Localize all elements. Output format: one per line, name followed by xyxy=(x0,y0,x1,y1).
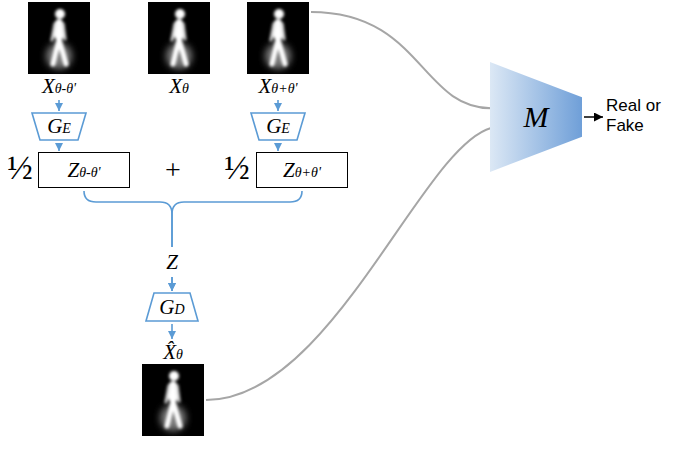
latent-box: Zθ+θ' xyxy=(256,152,348,188)
connector xyxy=(277,100,279,111)
connector xyxy=(58,100,60,111)
discriminator-block: M xyxy=(490,62,582,172)
output-label: Real or Fake xyxy=(606,96,674,136)
connector xyxy=(172,191,302,291)
encoder-block: GE xyxy=(250,112,306,141)
node-text: X̂θ xyxy=(142,340,204,364)
connector xyxy=(206,128,491,400)
plus-sign: + xyxy=(165,153,181,187)
connector xyxy=(58,143,60,151)
encoder-block: GE xyxy=(31,112,87,141)
generated-image: X̂θ xyxy=(142,340,204,436)
weight-fraction: ½ xyxy=(7,148,33,188)
connector xyxy=(171,324,173,339)
gait-silhouette xyxy=(247,2,309,74)
input-image: Xθ-θ' xyxy=(28,2,90,98)
output-arrow xyxy=(584,116,603,118)
input-image: Xθ+θ' xyxy=(247,2,309,98)
node-text: Xθ xyxy=(148,74,210,98)
gait-silhouette xyxy=(142,364,204,436)
gait-silhouette xyxy=(28,2,90,74)
node-text: GE xyxy=(266,114,290,139)
latent-label: Z xyxy=(166,250,178,274)
decoder-block: GD xyxy=(145,292,199,322)
gait-silhouette xyxy=(148,2,210,74)
node-text: Zθ+θ' xyxy=(283,158,321,183)
node-text: Xθ+θ' xyxy=(247,74,309,98)
latent-box: Zθ-θ' xyxy=(38,152,130,188)
node-text: M xyxy=(524,100,549,134)
node-text: Zθ-θ' xyxy=(67,158,100,183)
node-text: GD xyxy=(159,295,184,320)
node-text: GE xyxy=(47,114,71,139)
connector xyxy=(277,143,279,151)
connector xyxy=(84,191,172,291)
connector xyxy=(311,12,491,108)
node-text: Xθ-θ' xyxy=(28,74,90,98)
target-image: Xθ xyxy=(148,2,210,98)
weight-fraction: ½ xyxy=(224,148,250,188)
